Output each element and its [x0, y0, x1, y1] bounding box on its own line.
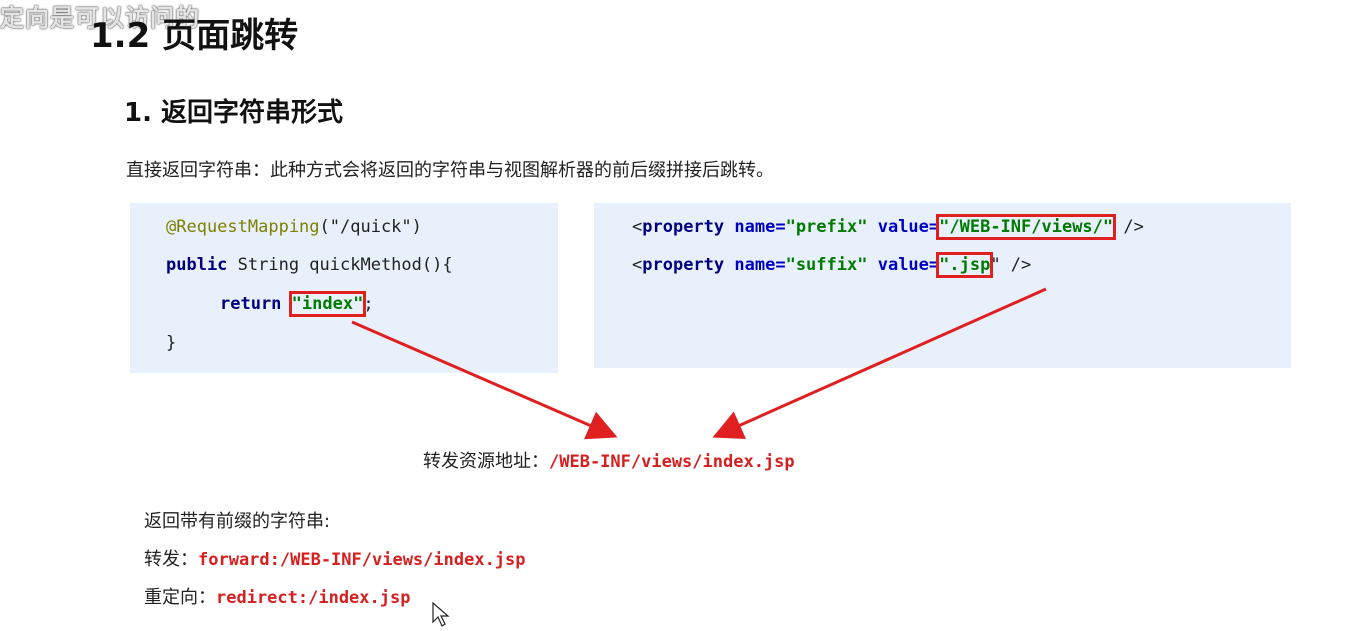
- intro-paragraph: 直接返回字符串：此种方式会将返回的字符串与视图解析器的前后缀拼接后跳转。: [126, 160, 774, 181]
- java-code-block: @RequestMapping("/quick") public String …: [130, 203, 558, 373]
- annotation: @RequestMapping: [166, 217, 320, 237]
- method-signature: String quickMethod(){: [227, 255, 453, 275]
- code-line-4: }: [166, 333, 177, 353]
- redirect-row: 重定向：redirect:/index.jsp: [144, 583, 410, 609]
- code-line-3: return "index";: [220, 291, 374, 317]
- xml-line-suffix: <property name="suffix" value=".jsp" />: [632, 252, 1032, 278]
- annotation-argument: ("/quick"): [319, 217, 422, 237]
- bracket: <: [632, 217, 643, 237]
- suffix-value-highlight: ".jsp: [936, 252, 994, 278]
- semicolon: ;: [363, 294, 374, 314]
- forward-row: 转发：forward:/WEB-INF/views/index.jsp: [144, 545, 526, 571]
- attr-value: value=: [877, 217, 940, 237]
- arrow-from-index: [351, 320, 618, 440]
- attr-name-value: "suffix": [785, 255, 868, 275]
- section-heading: 1.2 页面跳转: [90, 16, 299, 56]
- attr-value: value=: [877, 255, 940, 275]
- tag-close: />: [1113, 217, 1144, 237]
- redirect-label: 重定向：: [144, 587, 216, 608]
- attr-name: name=: [734, 217, 786, 237]
- video-caption-overlay: 定向是可以访问的: [0, 4, 200, 32]
- code-line-2: public String quickMethod(){: [166, 255, 453, 275]
- forward-address-row: 转发资源地址：/WEB-INF/views/index.jsp: [423, 447, 795, 473]
- attr-name-value: "prefix": [785, 217, 868, 237]
- subsection-heading: 1. 返回字符串形式: [124, 98, 344, 128]
- keyword-public: public: [166, 255, 228, 275]
- xml-line-prefix: <property name="prefix" value="/WEB-INF/…: [632, 214, 1144, 240]
- redirect-value: redirect:/index.jsp: [216, 588, 411, 608]
- forward-label: 转发：: [144, 549, 198, 570]
- tag-property: property: [642, 255, 725, 275]
- mouse-cursor-icon: [432, 602, 450, 627]
- attr-name: name=: [734, 255, 786, 275]
- xml-config-block: <property name="prefix" value="/WEB-INF/…: [594, 203, 1291, 368]
- forward-value: forward:/WEB-INF/views/index.jsp: [198, 550, 526, 570]
- tag-property: property: [642, 217, 725, 237]
- tag-close: " />: [990, 255, 1032, 275]
- return-string-highlight: "index": [288, 291, 367, 317]
- arrow-from-suffix: [712, 287, 1047, 439]
- code-line-1: @RequestMapping("/quick"): [166, 217, 422, 237]
- bracket: <: [632, 255, 643, 275]
- keyword-return: return: [220, 294, 282, 314]
- forward-address-value: /WEB-INF/views/index.jsp: [549, 452, 795, 472]
- prefixed-title: 返回带有前缀的字符串:: [144, 511, 331, 532]
- prefix-value-highlight: "/WEB-INF/views/": [936, 214, 1117, 240]
- forward-address-label: 转发资源地址：: [423, 451, 549, 472]
